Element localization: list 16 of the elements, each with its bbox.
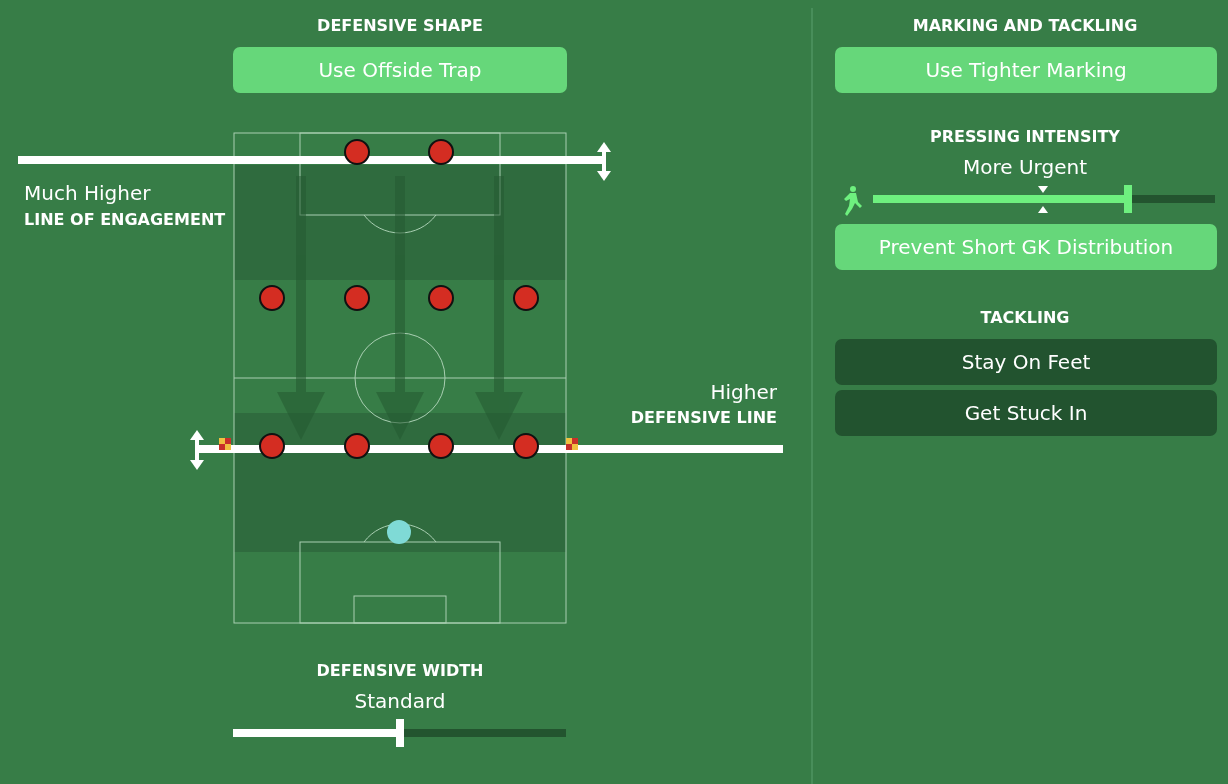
toggle-button: Prevent Short GK Distribution [835,224,1217,270]
toggle-button: Use Tighter Marking [835,47,1217,93]
section-heading: DEFENSIVE LINE [630,408,777,427]
toggle-button: Use Offside Trap [233,47,567,93]
value-label: More Urgent [963,155,1087,179]
section-heading: DEFENSIVE SHAPE [317,16,483,35]
section-heading: PRESSING INTENSITY [930,127,1120,146]
toggle-button: Stay On Feet [835,339,1217,385]
toggle-button: Get Stuck In [835,390,1217,436]
value-label: Higher [710,380,777,404]
section-heading: MARKING AND TACKLING [912,16,1138,35]
section-heading: DEFENSIVE WIDTH [316,661,484,680]
value-label: Standard [354,689,446,713]
section-heading: TACKLING [980,308,1070,327]
value-label: Much Higher [24,181,151,205]
section-heading: LINE OF ENGAGEMENT [24,210,226,229]
